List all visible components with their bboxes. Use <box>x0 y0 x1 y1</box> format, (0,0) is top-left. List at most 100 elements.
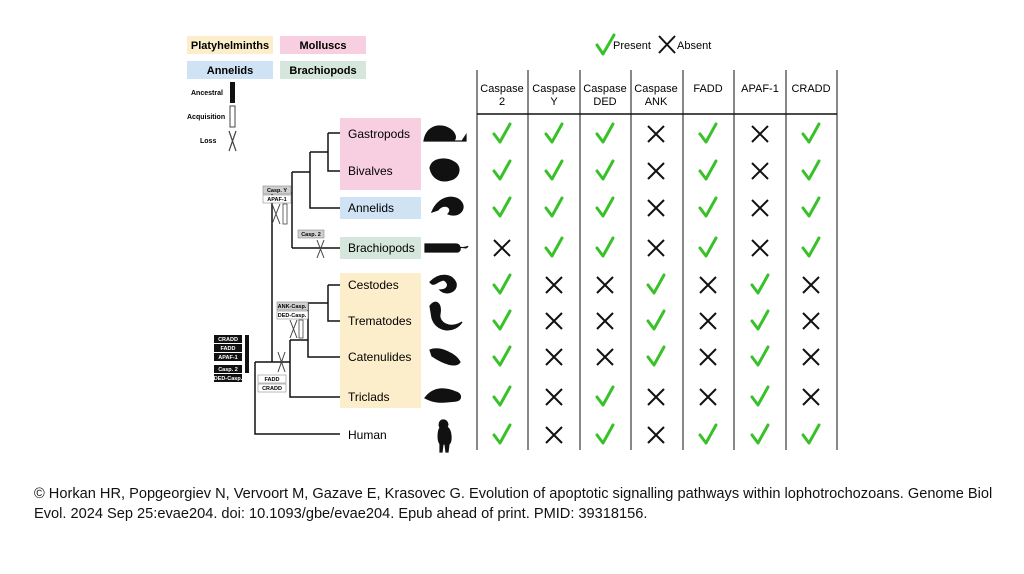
taxon-label-catenulides: Catenulides <box>348 350 411 364</box>
column-header-caspase-ank-line1: Caspase <box>634 83 677 95</box>
taxon-label-brachiopods: Brachiopods <box>348 241 415 255</box>
brachiopods-highlight <box>340 237 421 259</box>
ancestral-bar-icon <box>230 82 235 103</box>
present-check-icon <box>595 122 615 144</box>
absent-cross-icon <box>493 239 511 257</box>
present-check-icon <box>801 196 821 218</box>
present-check-icon <box>750 385 770 407</box>
absent-cross-icon <box>751 125 769 143</box>
taxon-label-bivalves: Bivalves <box>348 164 393 178</box>
legend-annelids: Annelids <box>207 65 253 77</box>
legend-present: Present <box>613 40 651 52</box>
branch-molluscs <box>327 132 340 172</box>
present-check-icon <box>595 159 615 181</box>
trochozoa-loss-cross-icon <box>271 203 281 225</box>
present-check-icon <box>801 236 821 258</box>
root-ancestral-bar-icon <box>245 335 249 373</box>
taxa-labels: GastropodsBivalvesAnnelidsBrachiopodsCes… <box>348 127 415 442</box>
present-check-icon <box>492 309 512 331</box>
phylogenetic-tree <box>254 132 340 435</box>
platyhelminth-acquisition-labels: ANK-Casp. DED-Casp. <box>276 301 309 320</box>
absent-cross-icon <box>699 348 717 366</box>
column-header-caspase-2-line1: Caspase <box>480 83 523 95</box>
taxon-silhouettes <box>423 125 469 453</box>
absent-cross-icon <box>596 312 614 330</box>
present-check-icon <box>646 273 666 295</box>
brachiopod-label-casp2: Casp. 2 <box>301 232 321 238</box>
legend-swatch-molluscs <box>280 36 366 54</box>
trochozoa-acquisition-bar-icon <box>282 203 288 225</box>
platy-acquisition-bar-icon <box>298 319 304 339</box>
absent-cross-icon <box>802 348 820 366</box>
present-check-icon <box>492 196 512 218</box>
citation-text: © Horkan HR, Popgeorgiev N, Vervoort M, … <box>34 486 993 522</box>
absent-cross-icon <box>802 276 820 294</box>
fluke-icon <box>429 301 463 331</box>
column-header-caspase-ded-line2: DED <box>593 96 616 108</box>
absent-cross-icon <box>596 348 614 366</box>
planarian-icon <box>424 388 462 403</box>
present-check-icon <box>750 423 770 445</box>
root-label-apaf1: APAF-1 <box>218 355 237 361</box>
molluscs-highlight <box>340 118 421 190</box>
tree-event-markers: CRADD FADD APAF-1 Casp. 2 DED-Casp. Casp… <box>214 185 325 393</box>
present-check-icon <box>595 196 615 218</box>
presence-matrix-grid <box>476 70 838 450</box>
present-check-icon <box>698 159 718 181</box>
root-label-casp2: Casp. 2 <box>218 367 238 373</box>
present-check-icon <box>492 385 512 407</box>
present-check-icon <box>750 273 770 295</box>
present-check-icon <box>750 345 770 367</box>
branch-annelids <box>309 152 340 209</box>
present-check-icon <box>698 236 718 258</box>
column-header-caspase-ank-line2: ANK <box>645 96 668 108</box>
acquisition-bar-icon <box>229 105 236 128</box>
platy-loss-cross-icon-b <box>277 351 286 373</box>
absent-cross-icon <box>658 35 676 54</box>
column-header-cradd: CRADD <box>791 83 830 95</box>
absent-cross-icon <box>647 125 665 143</box>
trochozoa-label-casp-y: Casp. Y <box>267 188 287 194</box>
absent-cross-icon <box>647 199 665 217</box>
matrix-column-headers: Caspase2CaspaseYCaspaseDEDCaspaseANKFADD… <box>480 83 830 108</box>
legend-absent: Absent <box>677 40 711 52</box>
platyhelminths-highlight <box>340 273 421 408</box>
present-check-icon <box>595 236 615 258</box>
branch-catenulides <box>307 303 340 358</box>
annelids-highlight <box>340 197 421 219</box>
present-check-icon <box>544 196 564 218</box>
taxon-label-trematodes: Trematodes <box>348 314 412 328</box>
brachiopod-icon <box>424 243 469 253</box>
present-check-icon <box>698 122 718 144</box>
taxon-label-triclads: Triclads <box>348 390 390 404</box>
bivalve-icon <box>429 158 460 182</box>
absent-cross-icon <box>751 199 769 217</box>
branch-triclads <box>289 340 340 398</box>
legend-swatch-platyhelminths <box>187 36 273 54</box>
taxon-label-annelids: Annelids <box>348 201 394 215</box>
present-check-icon <box>492 345 512 367</box>
branch-human <box>254 362 340 435</box>
group-legend: Platyhelminths Molluscs Annelids Brachio… <box>187 36 366 79</box>
absent-cross-icon <box>699 388 717 406</box>
trochozoa-event-labels: Casp. Y APAF-1 <box>262 185 292 204</box>
present-check-icon <box>801 423 821 445</box>
present-check-icon <box>646 345 666 367</box>
absent-cross-icon <box>545 312 563 330</box>
column-header-caspase-y-line2: Y <box>550 96 558 108</box>
taxon-label-cestodes: Cestodes <box>348 278 399 292</box>
platy-loss-label-cradd: CRADD <box>262 386 282 392</box>
present-check-icon <box>492 159 512 181</box>
present-check-icon <box>492 273 512 295</box>
legend-platyhelminths: Platyhelminths <box>191 40 269 52</box>
taxon-label-human: Human <box>348 428 387 442</box>
snail-icon <box>423 125 467 142</box>
platyhelminth-loss-labels: FADD CRADD <box>257 374 287 393</box>
present-check-icon <box>698 423 718 445</box>
absent-cross-icon <box>647 162 665 180</box>
present-check-icon <box>750 309 770 331</box>
present-check-icon <box>801 122 821 144</box>
brachiopod-event-labels: Casp. 2 <box>297 229 325 239</box>
absent-cross-icon <box>751 239 769 257</box>
platy-label-ank-casp: ANK-Casp. <box>278 304 307 310</box>
